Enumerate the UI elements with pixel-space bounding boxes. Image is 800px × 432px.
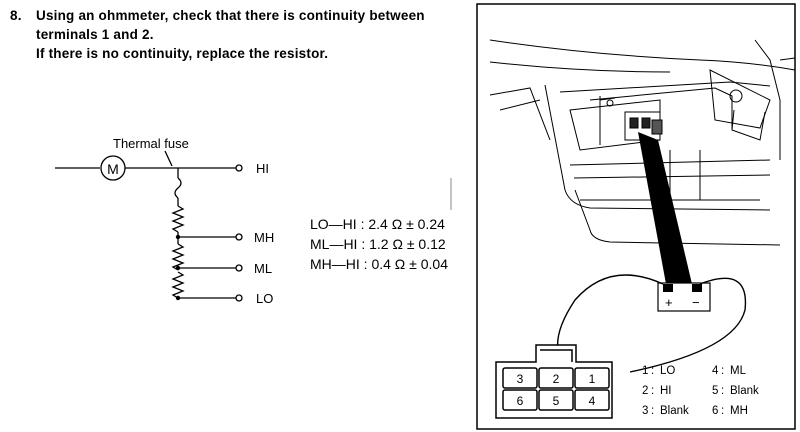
- terminal-lo-dot: [235, 294, 243, 302]
- legend-1-num: 1: [642, 365, 648, 377]
- minus-sign: −: [692, 295, 700, 310]
- instruction-text: 8. Using an ohmmeter, check that there is…: [10, 6, 425, 63]
- svg-text::: :: [651, 365, 654, 377]
- terminal-hi-dot: [235, 164, 243, 172]
- resistor-1: [171, 205, 185, 233]
- pin-5: 5: [553, 394, 560, 408]
- pair-label: LO—HI: [310, 216, 357, 232]
- circuit-diagram: M Thermal fuse HI MH ML LO: [55, 136, 452, 306]
- pair-label: ML—HI: [310, 236, 358, 252]
- legend-2-num: 2: [642, 385, 648, 397]
- terminal-mh-dot: [235, 233, 243, 241]
- svg-text::: :: [721, 365, 724, 377]
- test-lead-positive: [556, 274, 664, 351]
- terminal-ml-label: ML: [254, 261, 272, 276]
- pin-3: 3: [517, 372, 524, 386]
- instruction-line-1: Using an ohmmeter, check that there is c…: [36, 8, 425, 23]
- resistance-value: : 1.2 Ω ± 0.12: [361, 236, 446, 252]
- step-number: 8.: [10, 8, 22, 23]
- resistance-row: ML—HI : 1.2 Ω ± 0.12: [310, 234, 448, 254]
- pair-label: MH—HI: [310, 256, 360, 272]
- terminal-ml-dot: [235, 264, 243, 272]
- thermal-fuse-label: Thermal fuse: [113, 136, 189, 151]
- pin-6: 6: [517, 394, 524, 408]
- legend-6-num: 6: [712, 405, 718, 417]
- resistance-row: LO—HI : 2.4 Ω ± 0.24: [310, 214, 448, 234]
- svg-text::: :: [721, 405, 724, 417]
- connector-face: [495, 344, 613, 419]
- legend-5-name: Blank: [730, 385, 759, 397]
- instruction-line-3: If there is no continuity, replace the r…: [36, 46, 329, 61]
- test-lead-negative: [629, 277, 747, 373]
- plus-sign: +: [665, 295, 673, 310]
- terminal-mh-label: MH: [254, 230, 274, 245]
- callout-pointer: [638, 132, 692, 284]
- svg-text::: :: [651, 405, 654, 417]
- terminal-lo-label: LO: [256, 291, 273, 306]
- legend-2-name: HI: [660, 385, 672, 397]
- resistance-values: LO—HI : 2.4 Ω ± 0.24 ML—HI : 1.2 Ω ± 0.1…: [310, 214, 448, 274]
- pin-1: 1: [589, 372, 596, 386]
- resistance-row: MH—HI : 0.4 Ω ± 0.04: [310, 254, 448, 274]
- pin-4: 4: [589, 394, 596, 408]
- svg-text::: :: [651, 385, 654, 397]
- legend-1-name: LO: [660, 365, 675, 377]
- thermal-fuse-pointer: [164, 150, 173, 167]
- pin-2: 2: [553, 372, 560, 386]
- illustration-frame: [476, 3, 796, 430]
- instruction-line-2: terminals 1 and 2.: [36, 27, 154, 42]
- resistance-value: : 0.4 Ω ± 0.04: [363, 256, 448, 272]
- connector-illustration: + − 3 2 1 6 5 4 1 : LO 4 : ML 2 : HI 5 :…: [476, 3, 796, 430]
- terminal-hi-label: HI: [256, 161, 269, 176]
- legend-4-name: ML: [730, 365, 747, 377]
- resistor-3: [171, 271, 185, 299]
- svg-text::: :: [721, 385, 724, 397]
- resistor-2: [171, 243, 185, 271]
- motor-label: M: [107, 161, 119, 177]
- legend-6-name: MH: [730, 405, 748, 417]
- legend-5-num: 5: [712, 385, 718, 397]
- legend-3-name: Blank: [660, 405, 689, 417]
- legend-3-num: 3: [642, 405, 648, 417]
- legend-4-num: 4: [712, 365, 719, 377]
- thermal-fuse: [174, 177, 182, 199]
- resistance-value: : 2.4 Ω ± 0.24: [360, 216, 445, 232]
